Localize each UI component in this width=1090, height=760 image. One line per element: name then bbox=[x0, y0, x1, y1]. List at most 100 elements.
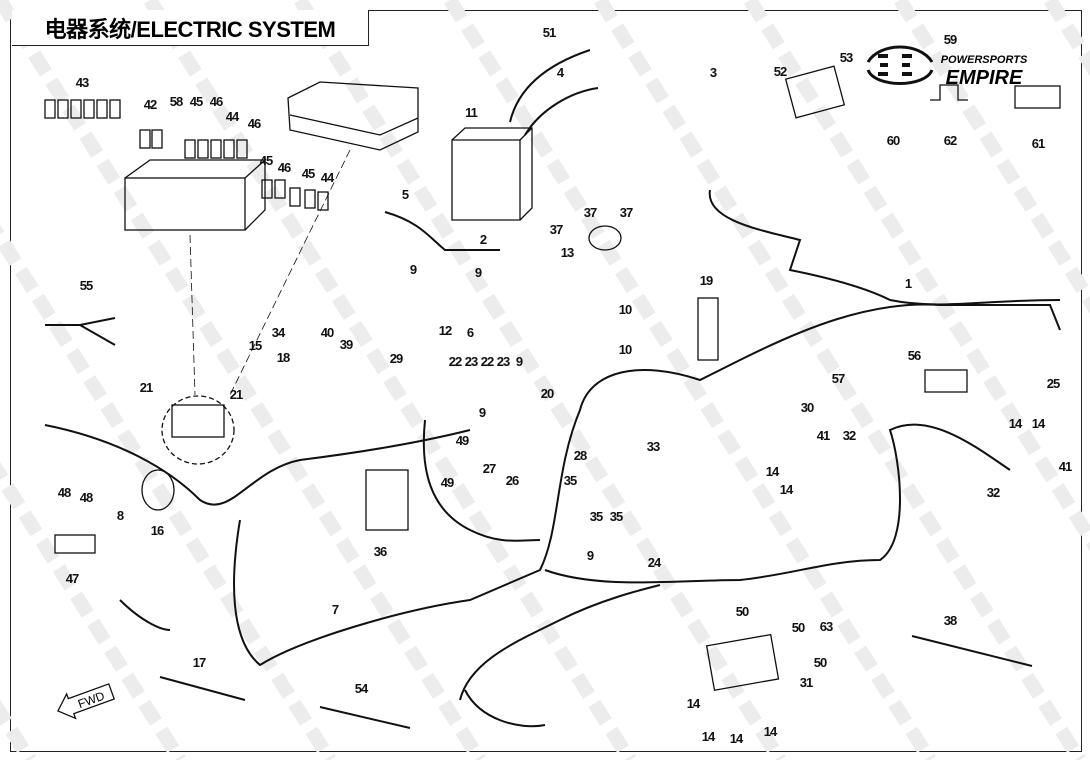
callout-44: 44 bbox=[321, 170, 335, 185]
callout-38: 38 bbox=[944, 613, 957, 628]
callout-61: 61 bbox=[1032, 136, 1045, 151]
callout-59: 59 bbox=[944, 32, 957, 47]
rectifier-56 bbox=[924, 369, 968, 393]
callout-50: 50 bbox=[792, 620, 805, 635]
callout-9: 9 bbox=[410, 262, 417, 277]
watermark-band bbox=[0, 0, 486, 760]
relay-part bbox=[70, 99, 82, 119]
callout-14: 14 bbox=[1009, 416, 1023, 431]
callout-54: 54 bbox=[355, 681, 369, 696]
callout-30: 30 bbox=[801, 400, 814, 415]
callout-21: 21 bbox=[140, 380, 153, 395]
callout-36: 36 bbox=[374, 544, 387, 559]
callout-46: 46 bbox=[278, 160, 291, 175]
callout-17: 17 bbox=[193, 655, 206, 670]
callout-14: 14 bbox=[780, 482, 794, 497]
tie-38 bbox=[911, 635, 1033, 667]
relay-53 bbox=[784, 65, 846, 119]
callout-31: 31 bbox=[800, 675, 813, 690]
relay-61 bbox=[1014, 85, 1061, 109]
callout-50: 50 bbox=[736, 604, 749, 619]
relay-part bbox=[96, 99, 108, 119]
module-19 bbox=[697, 297, 719, 361]
relay-part bbox=[83, 99, 95, 119]
callout-32: 32 bbox=[987, 485, 1000, 500]
callout-63: 63 bbox=[820, 619, 833, 634]
callout-11: 11 bbox=[465, 105, 478, 120]
callout-3: 3 bbox=[710, 65, 717, 80]
harness-24-rear bbox=[459, 584, 661, 701]
logo-line2: EMPIRE bbox=[946, 67, 1023, 89]
callout-46: 46 bbox=[248, 116, 261, 131]
callout-14: 14 bbox=[1032, 416, 1046, 431]
callout-5: 5 bbox=[402, 187, 409, 202]
relay-part bbox=[197, 139, 209, 159]
callout-6: 6 bbox=[467, 325, 474, 340]
callout-7: 7 bbox=[332, 602, 339, 617]
callout-19: 19 bbox=[700, 273, 713, 288]
callout-58: 58 bbox=[170, 94, 183, 109]
callout-14: 14 bbox=[687, 696, 701, 711]
callout-22: 22 bbox=[481, 354, 494, 369]
callout-24: 24 bbox=[648, 555, 662, 570]
callout-45: 45 bbox=[190, 94, 203, 109]
callout-14: 14 bbox=[702, 729, 716, 744]
relay-part bbox=[184, 139, 196, 159]
bracket-62 bbox=[930, 84, 968, 101]
callout-2: 2 bbox=[480, 232, 487, 247]
callout-43: 43 bbox=[76, 75, 89, 90]
callout-14: 14 bbox=[766, 464, 780, 479]
fuse-holder bbox=[171, 404, 225, 438]
callout-10: 10 bbox=[619, 342, 632, 357]
callout-9: 9 bbox=[587, 548, 594, 563]
relay-part bbox=[261, 179, 273, 199]
callout-39: 39 bbox=[340, 337, 353, 352]
relay-part bbox=[151, 129, 163, 149]
callout-8: 8 bbox=[117, 508, 124, 523]
harness-1 bbox=[708, 189, 1061, 306]
watermark-band bbox=[144, 0, 636, 760]
callout-28: 28 bbox=[574, 448, 587, 463]
battery-cable-51 bbox=[509, 49, 591, 123]
callout-55: 55 bbox=[80, 278, 93, 293]
watermark-band bbox=[0, 461, 186, 760]
cable-5 bbox=[384, 211, 500, 251]
relay-part bbox=[139, 129, 151, 149]
logo-line1: POWERSPORTS bbox=[941, 54, 1028, 66]
callout-45: 45 bbox=[302, 166, 315, 181]
watermark-band bbox=[744, 0, 1090, 552]
harness-lead bbox=[119, 599, 171, 631]
callout-29: 29 bbox=[390, 351, 403, 366]
callout-62: 62 bbox=[944, 133, 957, 148]
callout-35: 35 bbox=[564, 473, 577, 488]
callout-1: 1 bbox=[905, 276, 912, 291]
callout-50: 50 bbox=[814, 655, 827, 670]
callout-18: 18 bbox=[277, 350, 290, 365]
watermark-band bbox=[444, 0, 936, 760]
watermark-band bbox=[0, 699, 36, 760]
callout-14: 14 bbox=[730, 731, 744, 746]
callout-37: 37 bbox=[550, 222, 563, 237]
callout-16: 16 bbox=[151, 523, 164, 538]
callout-15: 15 bbox=[249, 338, 262, 353]
callout-40: 40 bbox=[321, 325, 334, 340]
callout-32: 32 bbox=[843, 428, 856, 443]
watermark-band bbox=[594, 0, 1086, 760]
horn-13 bbox=[588, 225, 622, 251]
regulator-47 bbox=[54, 534, 96, 554]
harness-main-front bbox=[44, 424, 471, 506]
callout-48: 48 bbox=[80, 490, 93, 505]
callout-47: 47 bbox=[66, 571, 79, 586]
battery-cable-4 bbox=[524, 87, 599, 136]
harness-tail bbox=[464, 689, 546, 728]
relay-part bbox=[317, 191, 329, 211]
callout-53: 53 bbox=[840, 50, 853, 65]
relay-part bbox=[223, 139, 235, 159]
callout-23: 23 bbox=[465, 354, 478, 369]
drawing-frame bbox=[10, 10, 1082, 752]
callout-10: 10 bbox=[619, 302, 632, 317]
harness-branch bbox=[422, 419, 541, 542]
